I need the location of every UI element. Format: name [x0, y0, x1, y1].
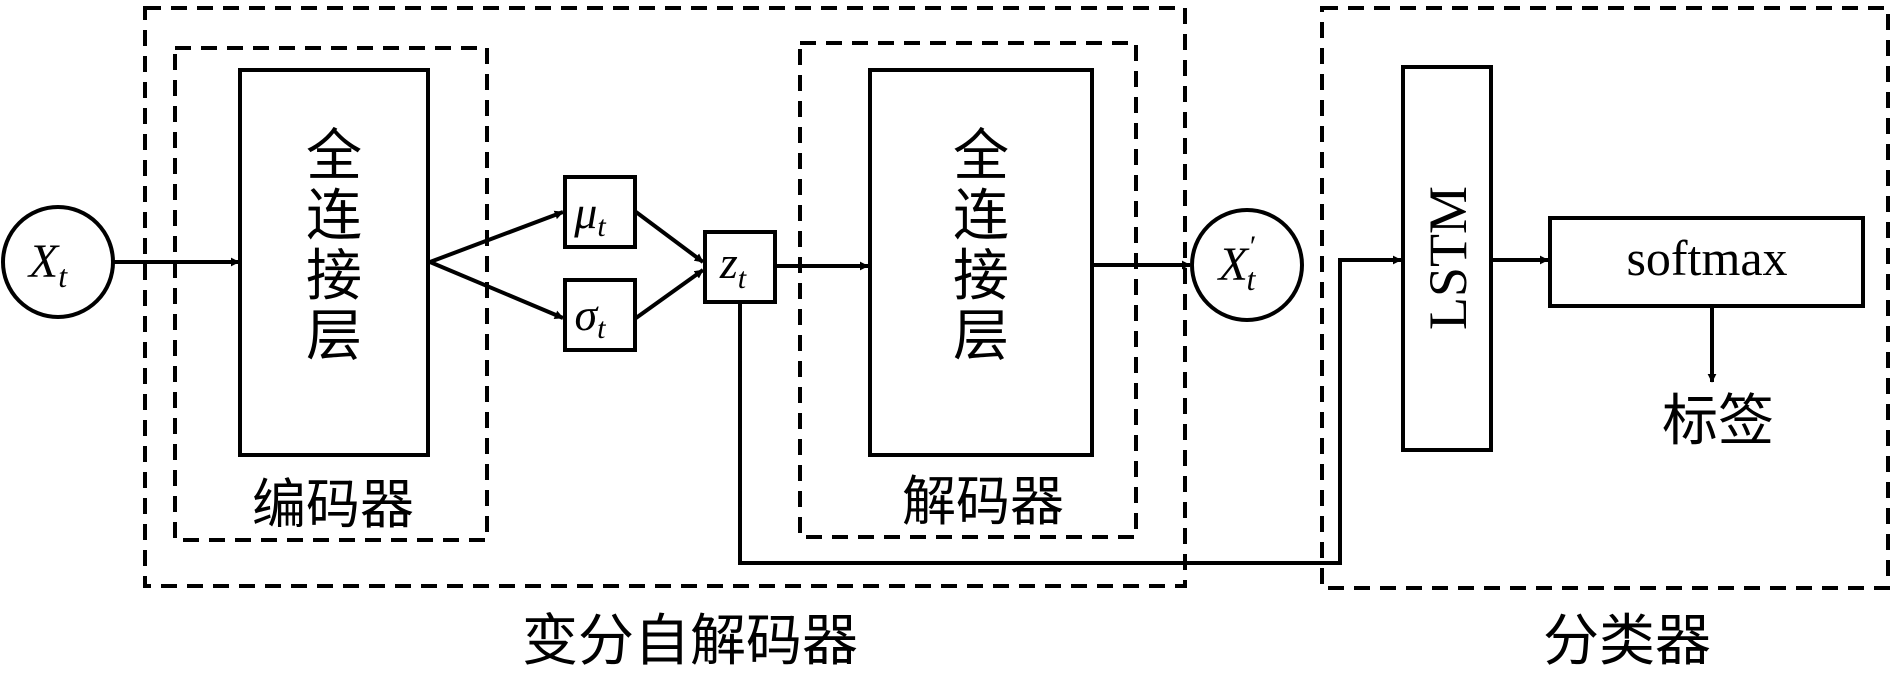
mu-t-base: μ: [573, 187, 597, 238]
encoder-fc-char-1: 全: [306, 124, 362, 189]
output-node-sub: t: [1247, 261, 1257, 297]
vae-group-box: [143, 6, 1187, 588]
vae-group-label: 变分自解码器: [522, 609, 858, 674]
arrow-mu-to-z: [634, 210, 705, 264]
lstm-box: [1401, 65, 1493, 452]
output-node-base: X: [1217, 238, 1250, 291]
sigma-t-sub: t: [597, 312, 606, 345]
svg-text:μt: μt: [573, 187, 606, 243]
svg-text:Xt: Xt: [27, 235, 68, 294]
z-t-box: [703, 230, 777, 304]
input-node-sub: t: [58, 258, 68, 294]
decoder-group-label: 解码器: [902, 470, 1064, 533]
decoder-group-box: [798, 41, 1138, 539]
sigma-t-base: σ: [574, 289, 599, 340]
encoder-fc-layer: [238, 68, 430, 457]
encoder-fc-char-4: 层: [306, 304, 362, 369]
output-node-x-t-prime: [1190, 208, 1304, 322]
classifier-group-box: [1320, 6, 1890, 590]
encoder-group-box: [173, 46, 489, 542]
output-node-sup: ′: [1248, 230, 1255, 263]
output-label: 标签: [1662, 389, 1774, 454]
arrow-encoder-to-mu: [429, 210, 564, 264]
z-t-base: z: [719, 237, 738, 288]
svg-text:σt: σt: [574, 289, 606, 345]
svg-text:X′t: X′t: [1217, 230, 1257, 297]
lstm-label: LSTM: [1418, 186, 1478, 330]
decoder-fc-char-4: 层: [953, 304, 1009, 369]
svg-text:zt: zt: [719, 237, 747, 295]
arrow-sigma-to-z: [634, 268, 705, 320]
mu-t-box: [563, 175, 637, 249]
encoder-fc-char-2: 连: [306, 184, 362, 249]
arrow-encoder-to-sigma: [429, 260, 564, 320]
mu-t-sub: t: [597, 210, 606, 243]
sigma-t-box: [563, 278, 637, 352]
encoder-group-label: 编码器: [252, 473, 414, 536]
decoder-fc-char-1: 全: [953, 124, 1009, 189]
encoder-fc-char-3: 接: [306, 244, 362, 309]
decoder-fc-layer: [868, 68, 1094, 457]
decoder-fc-char-3: 接: [953, 244, 1009, 309]
z-t-sub: t: [738, 262, 747, 295]
softmax-label: softmax: [1626, 230, 1787, 286]
decoder-fc-char-2: 连: [953, 184, 1009, 249]
input-node-base: X: [27, 235, 60, 288]
connector-z-to-lstm: [738, 255, 1402, 565]
softmax-box: [1548, 216, 1865, 308]
classifier-group-label: 分类器: [1543, 609, 1711, 674]
